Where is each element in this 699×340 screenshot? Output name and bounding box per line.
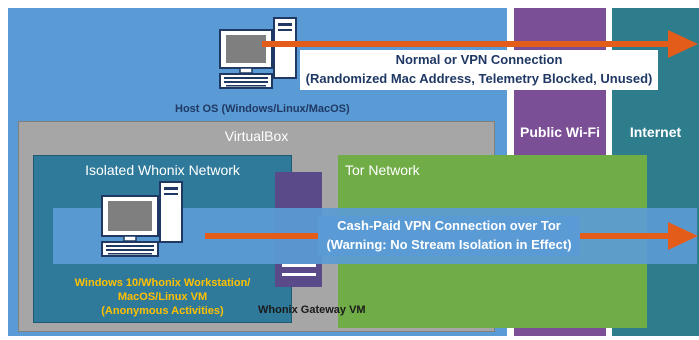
virtualbox-label: VirtualBox: [224, 128, 289, 144]
host-os-label: Host OS (Windows/Linux/MacOS): [175, 103, 350, 115]
internet-label: Internet: [629, 124, 682, 140]
vpn-over-tor-warning: (Warning: No Stream Isolation in Effect): [326, 237, 572, 252]
gateway-vm-icon: [282, 264, 316, 267]
workstation-computer-icon: [101, 181, 183, 257]
public-wifi-label: Public Wi-Fi: [520, 124, 600, 140]
vpn-over-tor-label: Cash-Paid VPN Connection over Tor (Warni…: [318, 216, 580, 256]
vpn-over-tor-title: Cash-Paid VPN Connection over Tor: [337, 218, 561, 233]
workstation-label-line3: (Anonymous Activities): [101, 305, 224, 317]
gateway-vm-label: Whonix Gateway VM: [258, 304, 366, 316]
host-computer-icon: [219, 17, 297, 89]
gateway-slot: [282, 273, 316, 276]
normal-connection-title: Normal or VPN Connection: [395, 52, 563, 67]
arrowhead-icon: [668, 222, 698, 250]
workstation-label: Windows 10/Whonix Workstation/ MacOS/Lin…: [33, 276, 292, 318]
workstation-label-line2: MacOS/Linux VM: [117, 291, 208, 303]
normal-connection-details: (Randomized Mac Address, Telemetry Block…: [305, 71, 653, 86]
normal-connection-label: Normal or VPN Connection (Randomized Mac…: [300, 50, 658, 90]
tor-network-label: Tor Network: [345, 162, 420, 178]
isolated-network-label: Isolated Whonix Network: [85, 162, 240, 178]
workstation-label-line1: Windows 10/Whonix Workstation/: [74, 277, 251, 289]
normal-connection-arrow-line: [262, 41, 672, 47]
arrowhead-icon: [668, 30, 698, 58]
